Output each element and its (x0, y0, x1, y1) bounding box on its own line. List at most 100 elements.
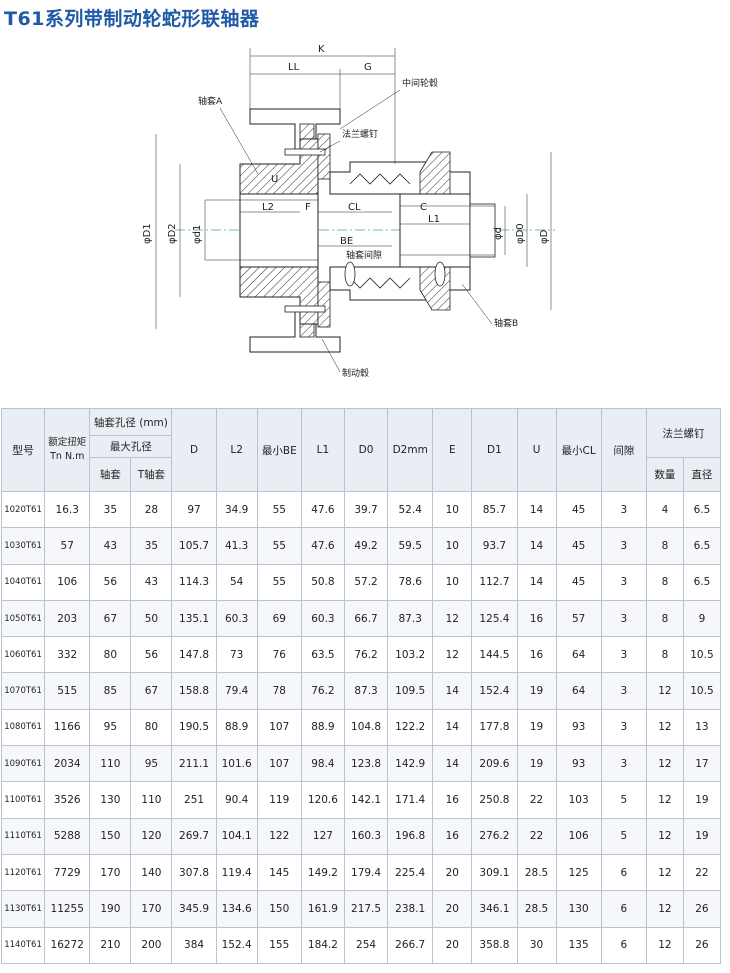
table-cell: 5 (600, 817, 647, 855)
table-cell: 8 (645, 563, 684, 601)
table-cell: 78.6 (387, 563, 434, 601)
table-cell: 10.5 (682, 636, 722, 674)
th-max-bore: 最大孔径 (89, 435, 173, 458)
table-cell: 309.1 (471, 853, 518, 892)
table-cell: 57 (44, 527, 91, 565)
middle-hub-label: 中间轮毂 (402, 77, 438, 89)
table-cell: 4 (645, 490, 684, 529)
table-cell: 8 (645, 527, 684, 565)
table-cell: 107 (256, 708, 302, 747)
table-cell: 152.4 (471, 672, 518, 710)
table-cell: 238.1 (387, 890, 434, 928)
model-cell: 1040T61 (0, 563, 46, 601)
table-cell: 22 (516, 781, 557, 819)
table-cell: 152.4 (215, 926, 258, 964)
table-cell: 55 (256, 527, 302, 565)
table-cell: 76 (256, 636, 302, 674)
table-cell: 14 (516, 527, 557, 565)
model-cell: 1140T61 (0, 926, 46, 964)
model-cell: 1070T61 (0, 672, 46, 710)
th-d2mm: D2mm (387, 408, 434, 492)
table-cell: 251 (171, 781, 217, 819)
table-cell: 142.1 (343, 781, 389, 819)
th-t-sleeve: T轴套 (130, 457, 173, 492)
table-cell: 5288 (44, 817, 91, 855)
table-cell: 6.5 (682, 563, 722, 601)
table-cell: 12 (645, 853, 684, 892)
table-cell: 93 (555, 708, 602, 747)
table-cell: 22 (682, 853, 722, 892)
table-cell: 171.4 (387, 781, 434, 819)
table-cell: 8 (645, 599, 684, 638)
table-cell: 266.7 (387, 926, 434, 964)
model-cell: 1050T61 (0, 599, 46, 638)
table-cell: 35 (130, 527, 173, 565)
table-cell: 26 (682, 890, 722, 928)
th-gap: 间隙 (600, 408, 647, 492)
table-cell: 19 (516, 672, 557, 710)
table-cell: 150 (256, 890, 302, 928)
table-cell: 16 (432, 817, 473, 855)
table-cell: 49.2 (343, 527, 389, 565)
page-title: T61系列带制动轮蛇形联轴器 (4, 8, 260, 30)
table-cell: 6.5 (682, 527, 722, 565)
table-cell: 16.3 (44, 490, 91, 529)
table-cell: 43 (89, 527, 132, 565)
table-cell: 90.4 (215, 781, 258, 819)
table-cell: 5 (600, 781, 647, 819)
table-cell: 12 (645, 745, 684, 783)
th-torque: 额定扭矩Tn N.m (44, 408, 91, 492)
table-cell: 7729 (44, 853, 91, 892)
table-cell: 135 (555, 926, 602, 964)
table-cell: 10 (432, 527, 473, 565)
table-cell: 106 (555, 817, 602, 855)
coupling-drawing: K LL G 中间轮毂 轴套A 法兰螺钉 轴套间隙 轴套B 制动毂 U L2 F… (0, 34, 730, 404)
table-cell: 254 (343, 926, 389, 964)
table-cell: 87.3 (387, 599, 434, 638)
table-cell: 161.9 (300, 890, 345, 928)
table-cell: 12 (645, 708, 684, 747)
table-cell: 80 (130, 708, 173, 747)
table-cell: 250.8 (471, 781, 518, 819)
table-cell: 200 (130, 926, 173, 964)
dim-big-d-label: φD (539, 229, 550, 244)
table-cell: 107 (256, 745, 302, 783)
table-cell: 190.5 (171, 708, 217, 747)
table-cell: 98.4 (300, 745, 345, 783)
model-cell: 1030T61 (0, 527, 46, 565)
table-cell: 123.8 (343, 745, 389, 783)
model-cell: 1090T61 (0, 745, 46, 783)
th-l1: L1 (300, 408, 345, 492)
model-cell: 1110T61 (0, 817, 46, 855)
table-cell: 184.2 (300, 926, 345, 964)
table-cell: 93.7 (471, 527, 518, 565)
th-d0: D0 (343, 408, 389, 492)
table-cell: 3526 (44, 781, 91, 819)
model-cell: 1120T61 (0, 853, 46, 892)
table-cell: 55 (256, 563, 302, 601)
table-cell: 8 (645, 636, 684, 674)
th-d: D (171, 408, 217, 492)
table-cell: 149.2 (300, 853, 345, 892)
th-model: 型号 (0, 408, 46, 492)
model-cell: 1100T61 (0, 781, 46, 819)
table-cell: 140 (130, 853, 173, 892)
table-cell: 50.8 (300, 563, 345, 601)
table-cell: 160.3 (343, 817, 389, 855)
table-cell: 45 (555, 490, 602, 529)
dim-be-label: BE (340, 236, 353, 247)
table-cell: 144.5 (471, 636, 518, 674)
table-cell: 79.4 (215, 672, 258, 710)
table-cell: 3 (600, 599, 647, 638)
th-min-cl: 最小CL (555, 408, 602, 492)
table-cell: 19 (682, 817, 722, 855)
th-dia: 直径 (682, 457, 722, 492)
table-cell: 20 (432, 853, 473, 892)
table-cell: 88.9 (300, 708, 345, 747)
table-cell: 12 (432, 636, 473, 674)
